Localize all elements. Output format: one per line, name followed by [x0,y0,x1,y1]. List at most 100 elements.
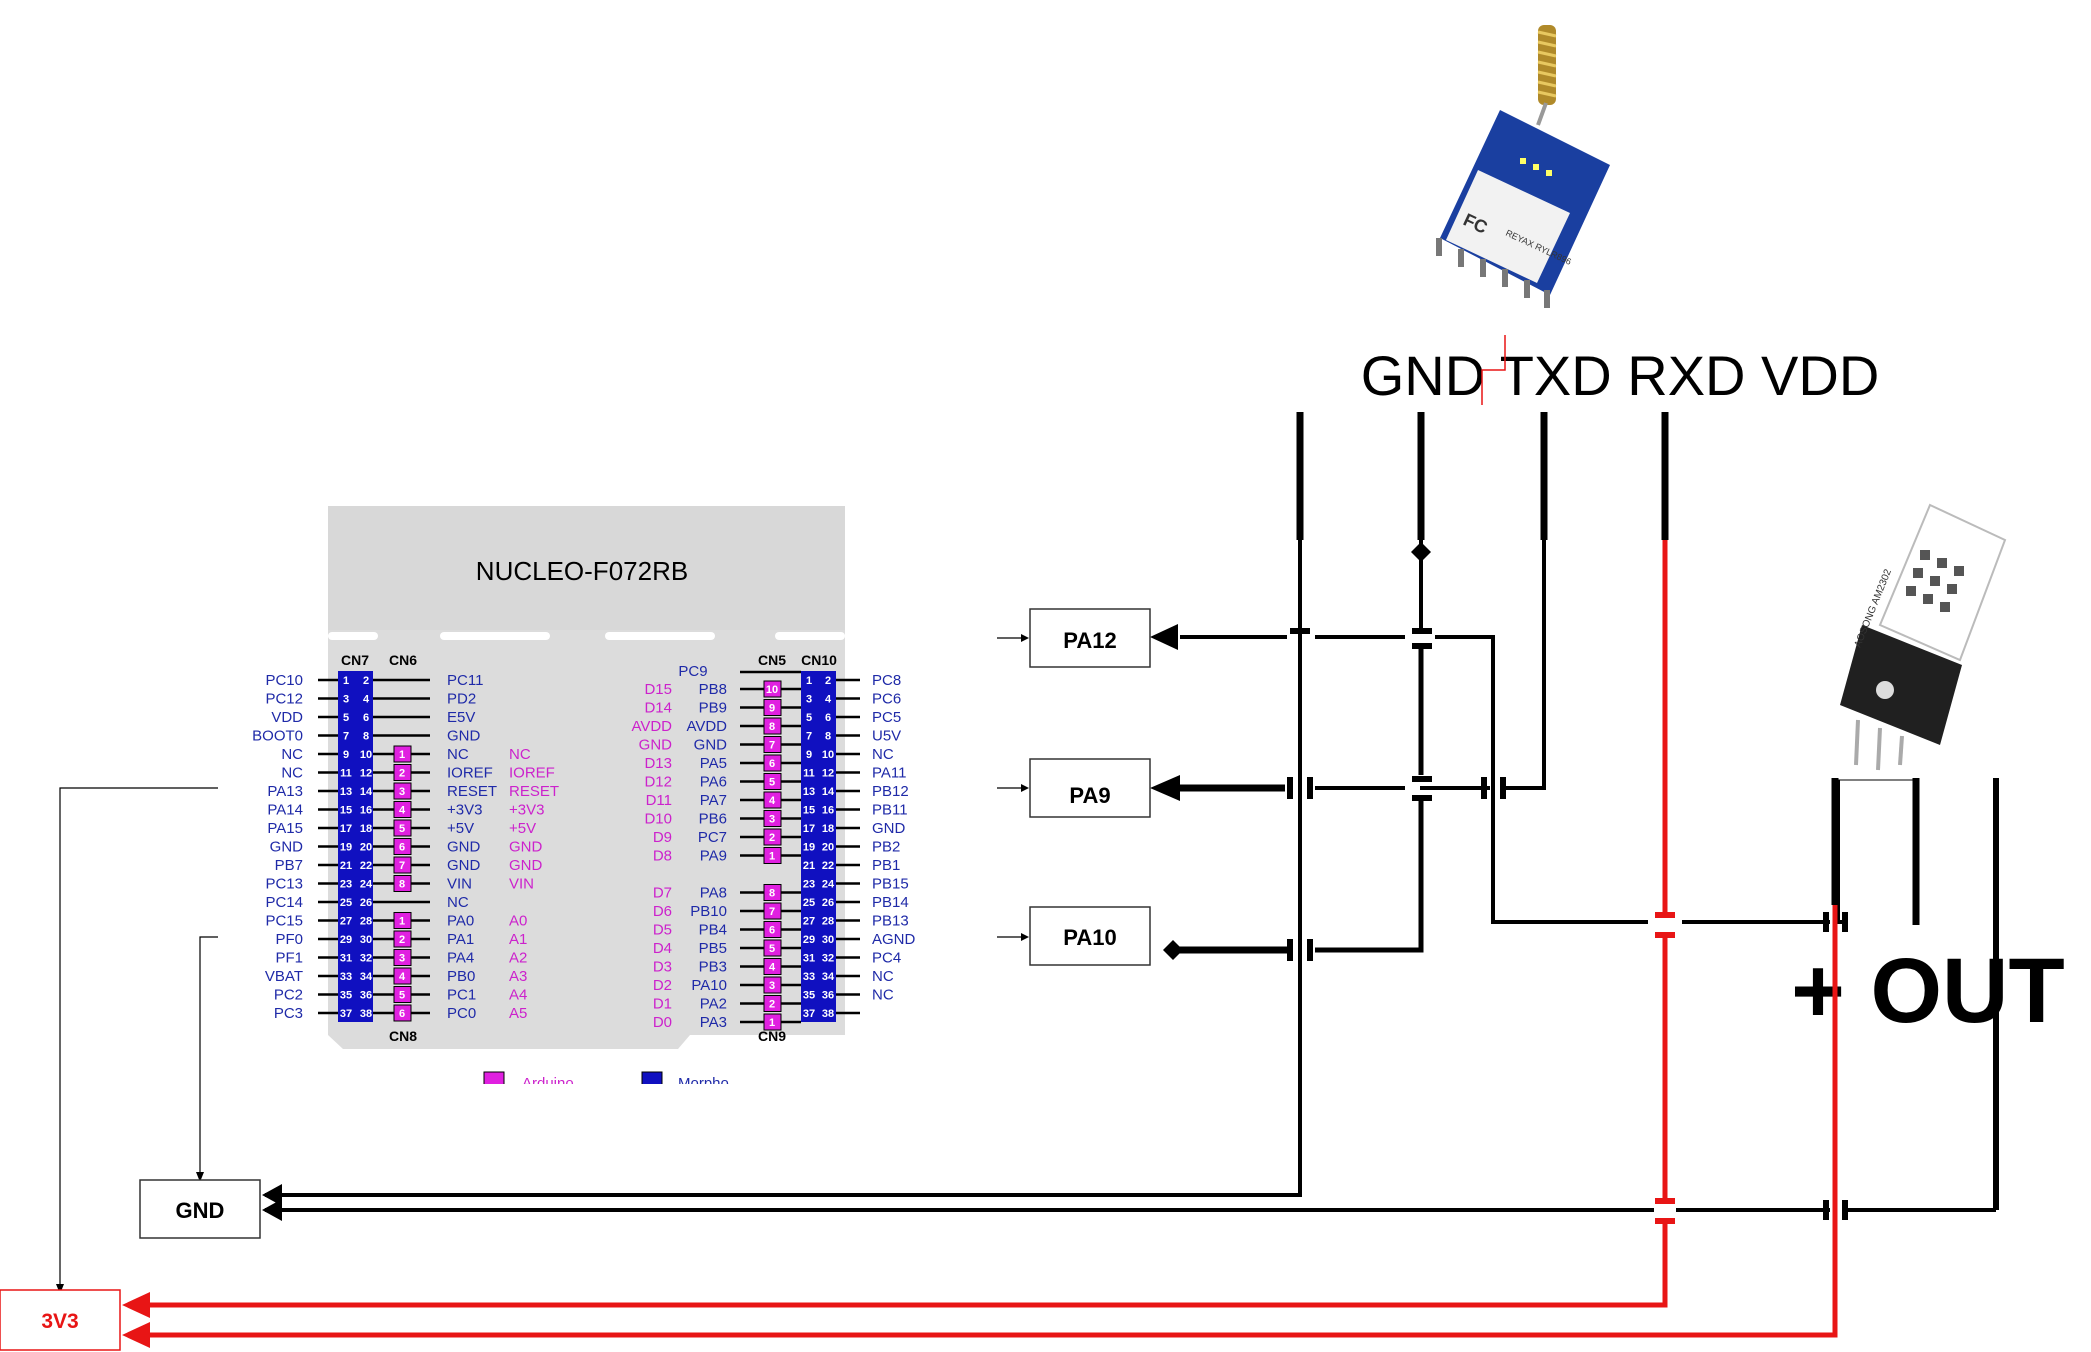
right-outer-pin-label: PB2 [872,839,900,856]
right-outer-pin-label: PB1 [872,857,900,874]
left-outer-pin-label: PC10 [265,672,303,689]
radio-module: REYAX RYLR896 FC GND TXD RXD VDD [1361,25,1879,407]
cn7-pin-number: 20 [360,842,372,854]
left-inner-pin-label: +5V [447,820,474,837]
cn7-pin-number: 21 [340,860,352,872]
left-arduino-label: RESET [509,783,559,800]
cn7-pin-number: 10 [360,749,372,761]
cn6-pin-number: 6 [399,842,405,854]
left-outer-pin-label: PB7 [275,857,303,874]
cn10-pin-number: 6 [825,712,831,724]
leader-3v3 [59,787,218,1290]
v3v3-box [0,1289,121,1351]
left-arduino-label: GND [509,839,543,856]
right-inner-pin-label: PB5 [699,940,727,957]
gnd-label: GND [176,1198,225,1223]
legend-arduino-swatch [483,1071,505,1087]
right-arduino-label: D10 [644,811,672,828]
pa10-box [1029,906,1151,966]
left-inner-pin-label: PD2 [447,691,476,708]
cn7-pin-number: 26 [360,897,372,909]
right-arduino-label: D12 [644,774,672,791]
cn10-pin-number: 19 [803,842,815,854]
left-inner-pin-label: GND [447,728,481,745]
left-arduino-label: VIN [509,876,534,893]
left-outer-pin-label: PA15 [267,820,303,837]
cn5-pin [763,847,782,864]
cn7-pin-number: 34 [360,971,373,983]
cn7-pin-number: 11 [340,768,352,780]
left-arduino-label: NC [509,746,531,763]
cn7-pin-number: 8 [363,731,369,743]
cn9-label: CN9 [758,1028,786,1044]
cn10-pin-number: 38 [822,1008,834,1020]
cn10-pin-number: 10 [822,749,834,761]
left-outer-pin-label: PC13 [265,876,303,893]
cn6-pin [393,801,412,818]
cn5-pin [763,773,782,790]
sensor-pcb [1840,625,1962,745]
cn7-pin-number: 4 [363,694,370,706]
sensor-mount-hole [1876,681,1894,699]
cn10-pin-number: 2 [825,675,831,687]
cn7-pin-number: 28 [360,916,372,928]
right-outer-pin-label: NC [872,968,894,985]
right-arduino-label: D3 [653,959,672,976]
cn9-pin-number: 8 [769,888,775,900]
right-arduino-label: D1 [653,996,672,1013]
left-inner-pin-label: RESET [447,783,497,800]
left-inner-pin-label: PB0 [447,968,475,985]
right-outer-pin-label: PB14 [872,894,909,911]
cn10-pin-number: 9 [806,749,812,761]
cn5-pin-number: 1 [769,851,775,863]
right-outer-pin-label: NC [872,987,894,1004]
cursor-marker [1481,335,1506,405]
cn10-pin-number: 28 [822,916,834,928]
cn6-pin [393,875,412,892]
left-outer-pin-label: PC14 [265,894,303,911]
cn10-pin-number: 15 [803,805,815,817]
cn5-pin-number: 9 [769,703,775,715]
right-inner-pin-label: PA5 [700,755,727,772]
board-title: NUCLEO-F072RB [476,556,688,586]
cn6-pin-number: 1 [399,749,405,761]
cn7-pin-number: 19 [340,842,352,854]
cn7-pin-number: 7 [343,731,349,743]
cn7-pin-number: 29 [340,934,352,946]
radio-header-pins [1436,238,1550,308]
right-outer-pin-label: PC8 [872,672,901,689]
left-inner-pin-label: NC [447,746,469,763]
left-inner-pin-label: PC0 [447,1005,476,1022]
left-arduino-label: IOREF [509,765,555,782]
cn8-pin [393,967,412,985]
cn6-pin [393,838,412,855]
cn10-pin-number: 21 [803,860,815,872]
right-inner-pin-label: PA10 [691,977,727,994]
wire-txd-to-pa10 [1315,645,1424,953]
cn5-pin-number: 7 [769,740,775,752]
cn10-pin-number: 23 [803,879,815,891]
right-arduino-label: D13 [644,755,672,772]
cn10-pin-number: 30 [822,934,834,946]
cn8-pin-number: 5 [399,990,405,1002]
antenna-spring [1536,25,1557,126]
cn8-pin [393,912,412,929]
cn10-pin-number: 3 [806,694,812,706]
cn6-pin-number: 4 [399,805,406,817]
pa9-label: PA9 [1069,783,1110,808]
pa9-arrow [1150,775,1180,801]
cn10-pin-number: 27 [803,916,815,928]
cn7-pin-number: 32 [360,953,372,965]
pa12-label: PA12 [1063,628,1116,653]
right-arduino-label: D2 [653,977,672,994]
cn8-pin-number: 6 [399,1008,405,1020]
board-header-area [328,506,845,630]
right-outer-pin-label: PC6 [872,691,901,708]
board-divider-strips [328,632,845,640]
cn8-pin-number: 1 [399,916,405,928]
left-outer-pin-label: PA13 [267,783,303,800]
right-arduino-label: D14 [644,700,672,717]
cn10-pin-number: 1 [806,675,812,687]
